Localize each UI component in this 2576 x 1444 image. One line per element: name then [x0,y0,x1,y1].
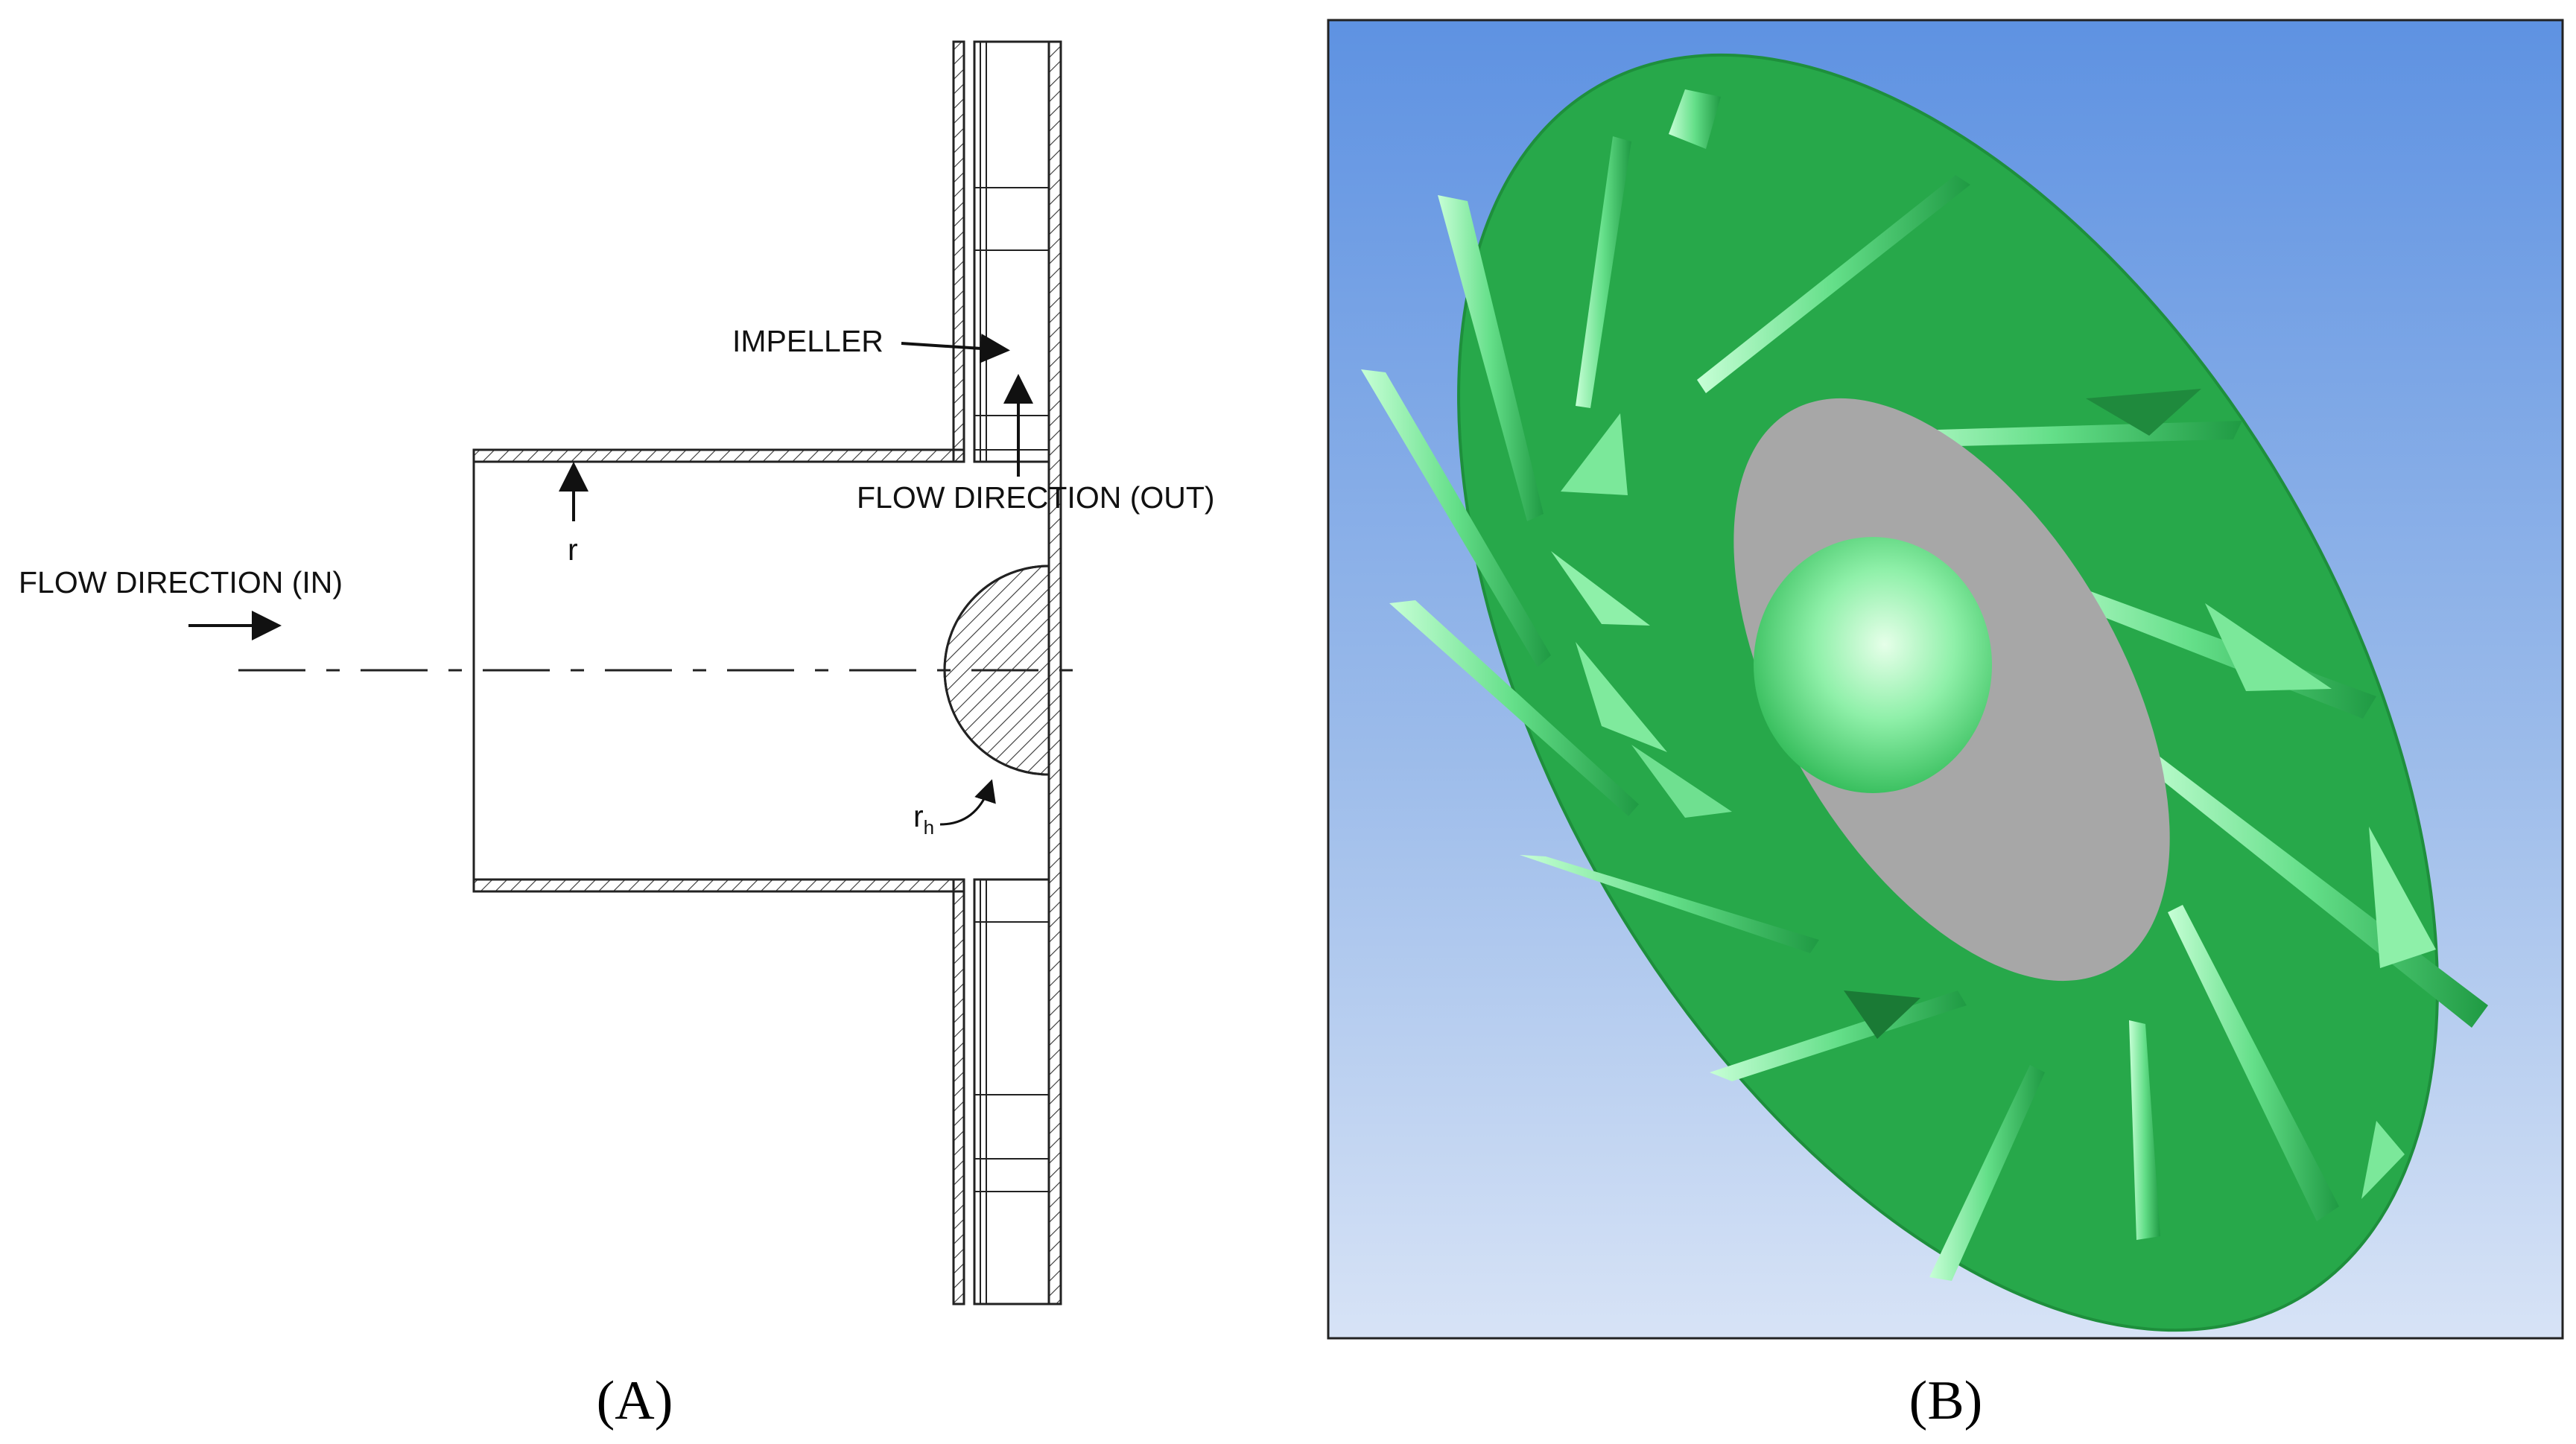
blade [1697,175,1970,393]
duct-bottom-wall [472,878,965,893]
impeller-passage-upper [973,40,1050,463]
duct-top-wall [472,448,965,463]
panel-a-drawing: IMPELLER FLOW DIRECTION (OUT) FLOW DIREC… [19,40,1215,1431]
flow-in-label: FLOW DIRECTION (IN) [19,565,343,599]
blade [1361,369,1551,667]
shroud-wall-upper [952,40,965,463]
blade [1929,1065,2045,1281]
impeller-pointer-arrow [901,333,1010,363]
blade [1669,89,1721,149]
panel-b-caption: (B) [1909,1370,1983,1431]
impeller-casing [952,40,1062,1305]
radius-label: r [568,532,578,567]
hub-section [943,564,1050,776]
panel-a-caption: (A) [597,1370,673,1431]
nose-cone [1754,537,1992,793]
blade [2129,1020,2160,1240]
shroud-wall-lower [952,878,965,1305]
blade [1389,600,1639,816]
blade [1438,195,1544,521]
back-plate [1047,40,1062,1305]
blade [1520,855,1819,953]
flow-out-label: FLOW DIRECTION (OUT) [857,480,1215,515]
inlet-duct [472,448,965,893]
hub-radius-label: rh [913,799,934,839]
impeller-passage-lower [973,878,1050,1305]
blade [1576,136,1631,408]
blade [2168,905,2339,1221]
impeller-label: IMPELLER [732,324,883,358]
impeller-blades [1361,89,2488,1281]
panel-b-render: (B) [1327,19,2564,1431]
blade-tips [1551,389,2436,1199]
hub-radius-leader [939,779,996,826]
